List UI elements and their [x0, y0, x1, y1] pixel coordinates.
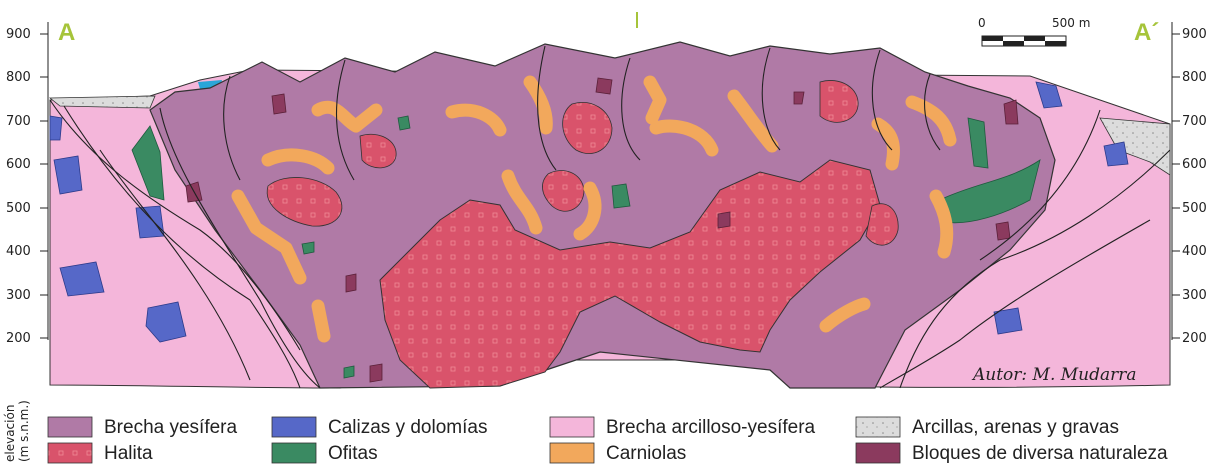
unit-halita-pod: [866, 204, 898, 245]
tick-label: 800: [1182, 70, 1207, 85]
legend-swatch: [272, 417, 316, 437]
tick-label: 600: [1182, 157, 1207, 172]
scale-label-start: 0: [978, 16, 986, 30]
legend-swatch: [856, 417, 900, 437]
tick-label: 800: [6, 70, 31, 85]
section-label-left: A: [58, 19, 75, 46]
legend-label: Halita: [104, 443, 153, 464]
scale-bar: 0 500 m: [978, 16, 1090, 46]
tick-label: 700: [6, 114, 31, 129]
author-credit: Autor: M. Mudarra: [971, 365, 1137, 385]
tick-label: 200: [1182, 331, 1207, 346]
tick-label: 500: [6, 201, 31, 216]
legend-label: Arcillas, arenas y gravas: [912, 417, 1119, 438]
elevation-ticks-left: 900 800 700 600 500 400 300 200: [6, 27, 31, 346]
legend-swatch: [48, 417, 92, 437]
tick-label: 300: [1182, 288, 1207, 303]
tick-label: 900: [1182, 27, 1207, 42]
legend-label: Carniolas: [606, 443, 686, 464]
elevation-axis-title: elevación (m s.n.m.): [3, 400, 31, 462]
legend-item-brecha-yesifera: Brecha yesífera: [48, 417, 237, 438]
tick-label: 500: [1182, 201, 1207, 216]
tick-label: 400: [6, 244, 31, 259]
legend-label: Calizas y dolomías: [328, 417, 487, 438]
legend-label: Ofitas: [328, 443, 378, 464]
legend: Brecha yesífera Halita Calizas y dolomía…: [48, 417, 1168, 464]
tick-label: 200: [6, 331, 31, 346]
legend-item-bloques-diversa-naturaleza: Bloques de diversa naturaleza: [856, 443, 1168, 464]
tick-label: 400: [1182, 244, 1207, 259]
legend-item-ofitas: Ofitas: [272, 443, 378, 464]
section-label-right: A´: [1134, 19, 1159, 46]
legend-item-halita: Halita: [48, 443, 153, 464]
legend-item-calizas-dolomias: Calizas y dolomías: [272, 417, 487, 438]
elevation-axis-right: [1172, 22, 1180, 340]
tick-label: 900: [6, 27, 31, 42]
legend-swatch: [48, 443, 92, 463]
legend-item-arcillas-arenas-gravas: Arcillas, arenas y gravas: [856, 417, 1119, 438]
tick-label: 600: [6, 157, 31, 172]
legend-label: Bloques de diversa naturaleza: [912, 443, 1168, 464]
legend-swatch: [272, 443, 316, 463]
elevation-ticks-right: 900 800 700 600 500 400 300 200: [1182, 27, 1207, 346]
tick-label: 700: [1182, 114, 1207, 129]
axis-title-line2: (m s.n.m.): [17, 400, 31, 462]
legend-label: Brecha arcilloso-yesífera: [606, 417, 816, 438]
legend-item-brecha-arcilloso-yesifera: Brecha arcilloso-yesífera: [550, 417, 816, 438]
legend-item-carniolas: Carniolas: [550, 443, 686, 464]
tick-label: 300: [6, 288, 31, 303]
scale-label-end: 500 m: [1052, 16, 1090, 30]
axis-title-line1: elevación: [3, 405, 17, 462]
legend-swatch: [856, 443, 900, 463]
legend-swatch: [550, 417, 594, 437]
legend-swatch: [550, 443, 594, 463]
elevation-axis-left: [40, 22, 48, 340]
legend-label: Brecha yesífera: [104, 417, 237, 438]
unit-arcillas-arenas-gravas-left: [50, 96, 155, 108]
